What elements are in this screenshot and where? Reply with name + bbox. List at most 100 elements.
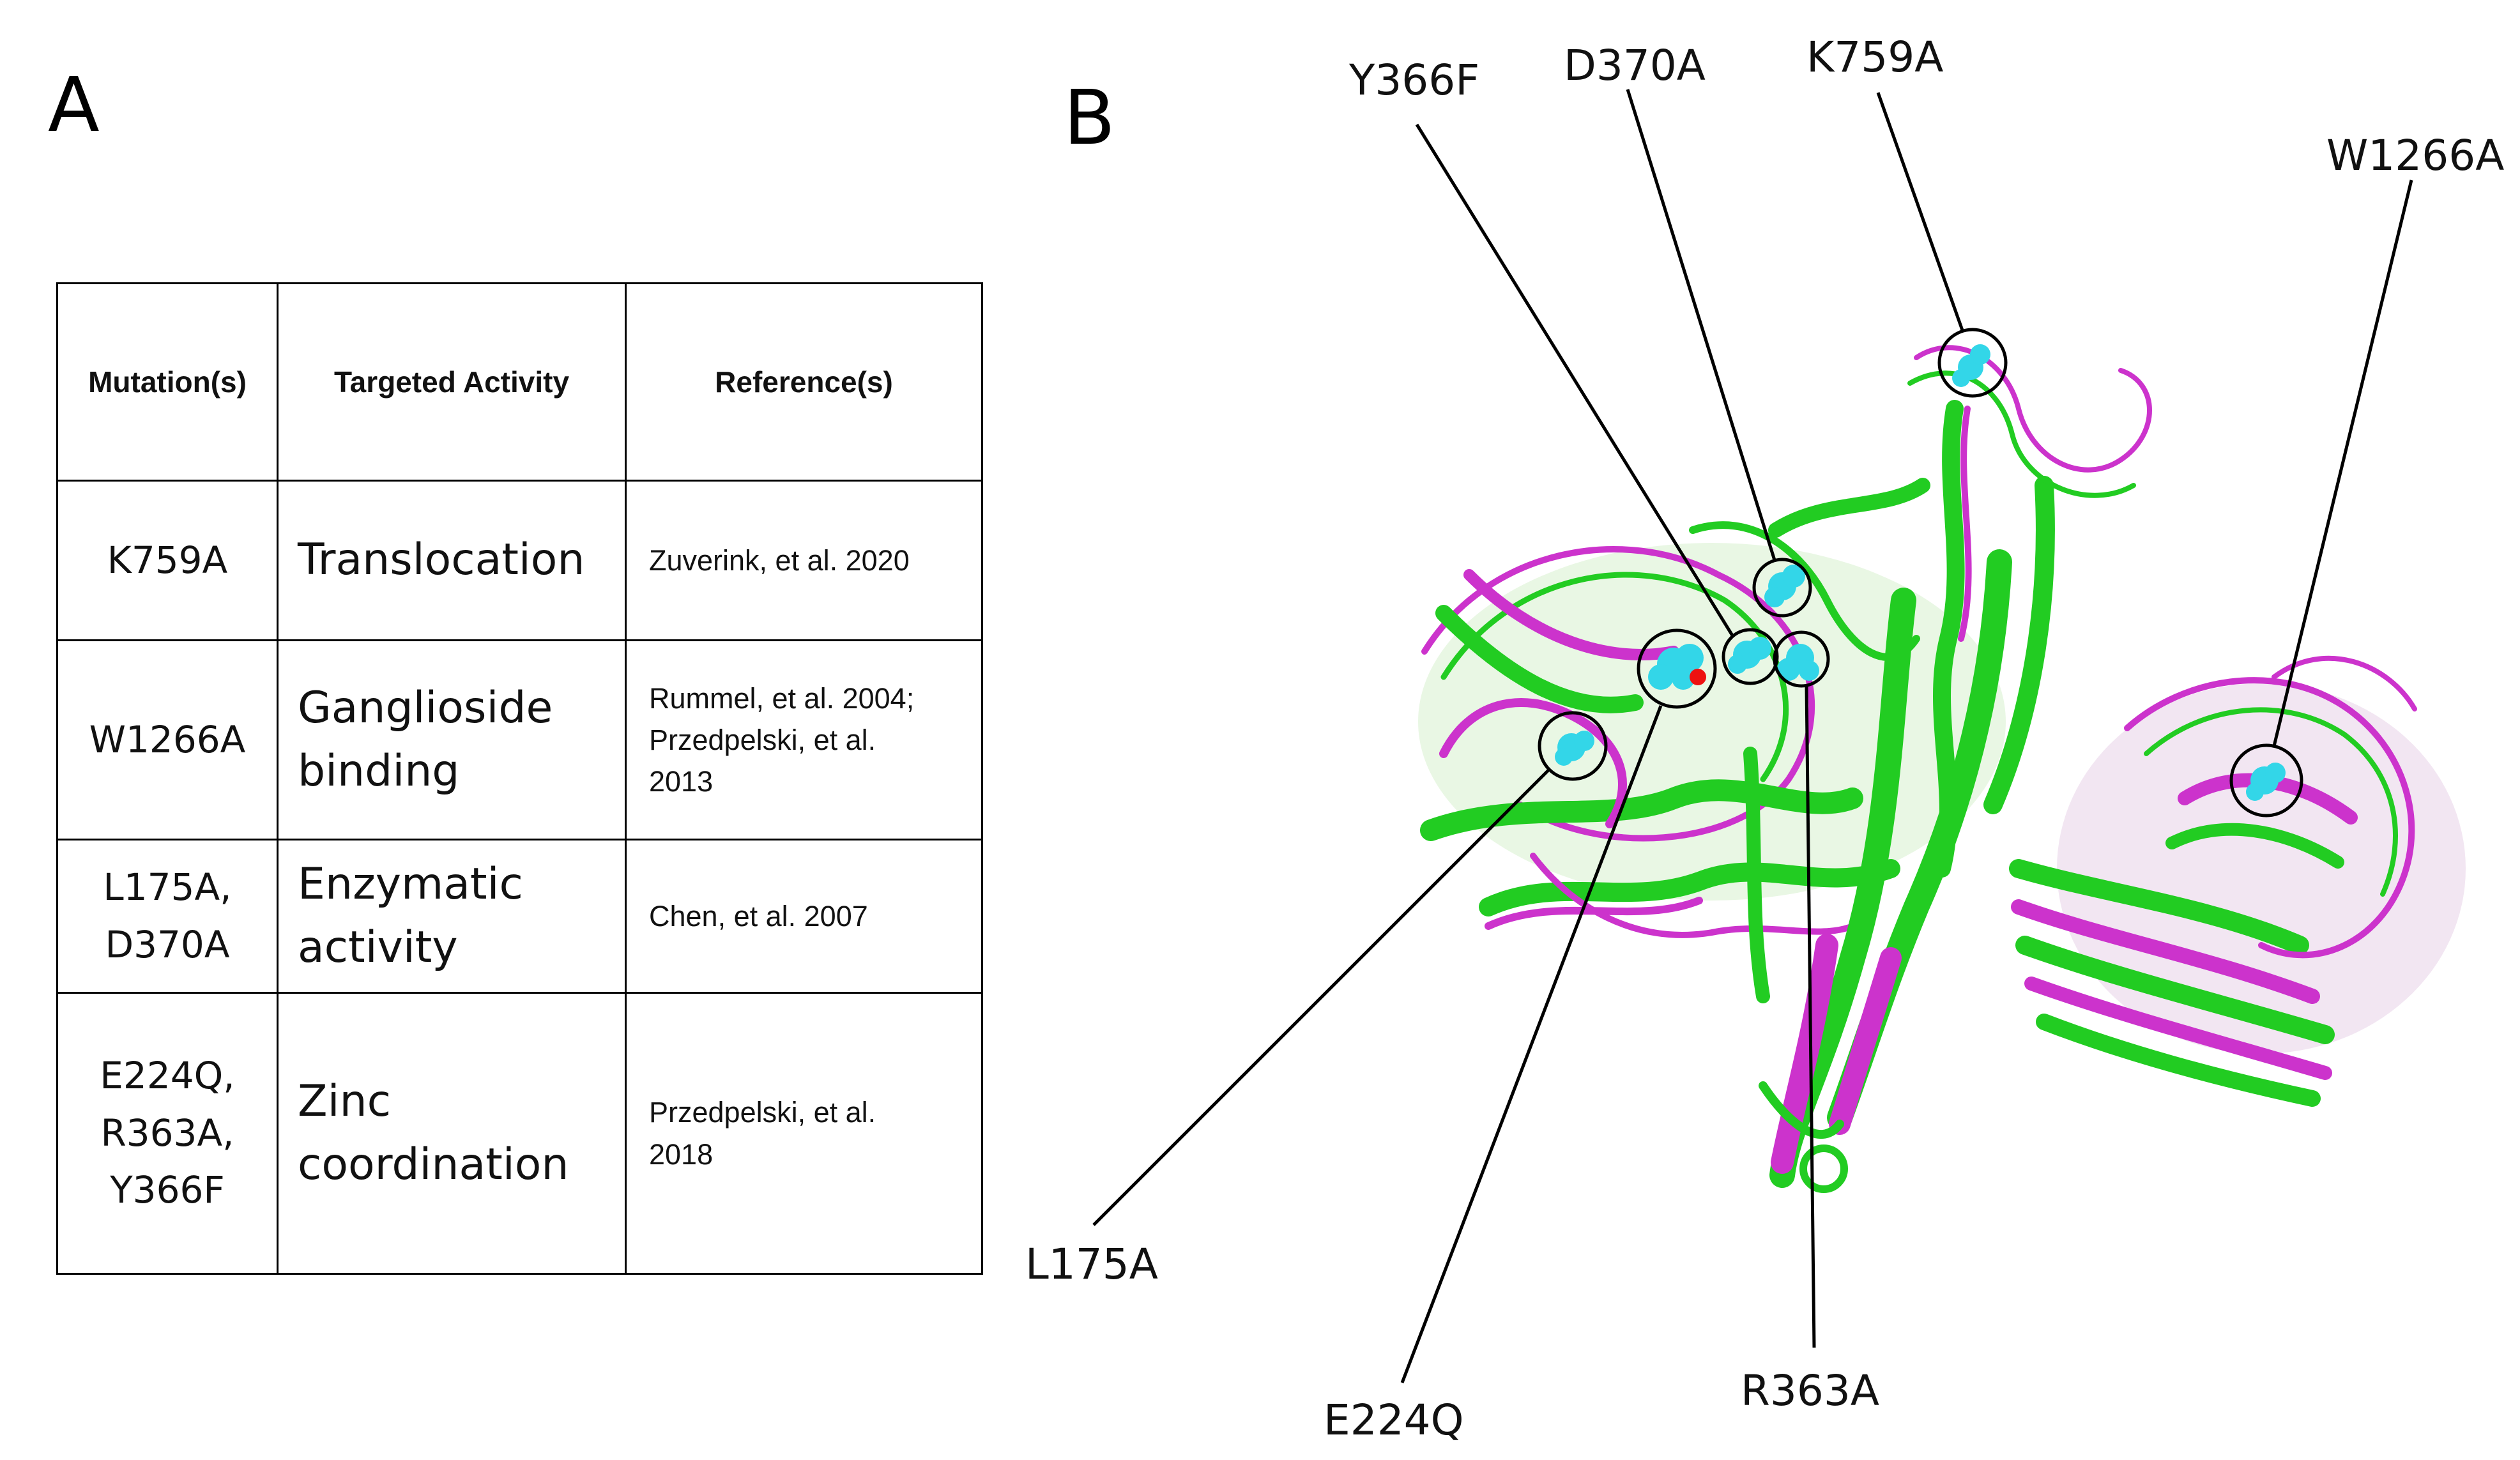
residue-oxygen-red [1690, 669, 1706, 685]
activity-text: coordination [298, 1139, 569, 1190]
strand-magenta [2011, 899, 2320, 1004]
leader-line-w1266a [2272, 179, 2413, 747]
mutation-cell: L175A, D370A [56, 839, 279, 994]
label-y366f: Y366F [1348, 56, 1479, 105]
reference-cell: Chen, et al. 2007 [625, 839, 983, 994]
strand-green [1435, 605, 1644, 713]
reference-text: Chen, et al. 2007 [649, 899, 868, 932]
reference-text: Przedpelski, et al. [649, 1096, 876, 1129]
helix-magenta [1771, 934, 1838, 1174]
coil-green [2144, 707, 2398, 897]
callout-circle-w1266a [2229, 743, 2303, 817]
mutation-text: K759A [107, 538, 228, 582]
reference-cell: Rummel, et al. 2004; Przedpelski, et al.… [625, 639, 983, 840]
mutation-text: E224Q, [100, 1053, 235, 1097]
reference-text: Przedpelski, et al. [649, 723, 876, 756]
label-k759a: K759A [1806, 33, 1943, 82]
helix-magenta [1958, 406, 1972, 642]
callout-circle-d370a [1752, 558, 1812, 618]
coil-magenta [1439, 698, 1627, 828]
residue-e224q-spheres [1648, 644, 1706, 690]
helix-green [1983, 476, 2055, 814]
table-row: L175A, D370A Enzymatic activity Chen, et… [56, 839, 983, 994]
activity-text: Enzymatic [298, 858, 523, 909]
mutation-cell: W1266A [56, 639, 279, 840]
callout-labels: Y366F D370A K759A W1266A L175A E224Q R36… [1025, 33, 2504, 1445]
leader-line-l175a [1092, 768, 1550, 1226]
callout-circle-k759a [1937, 328, 2008, 398]
residue-l175a-spheres [1555, 731, 1594, 766]
reference-cell: Przedpelski, et al. 2018 [625, 992, 983, 1275]
leader-line-y366f [1415, 123, 1734, 637]
label-d370a: D370A [1564, 41, 1706, 90]
callout-circle-e224q [1637, 628, 1717, 709]
activity-cell: Translocation [277, 480, 627, 641]
header-targeted-activity: Targeted Activity [277, 282, 627, 482]
leader-line-r363a [1805, 685, 1816, 1348]
coil-green [1759, 1081, 1844, 1139]
helix-green [1479, 859, 1900, 916]
highlighted-residues [1555, 344, 2286, 801]
strand-green [2015, 936, 2335, 1044]
mutation-text: L175A, [103, 865, 232, 909]
activity-cell: Ganglioside binding [277, 639, 627, 840]
activity-text: activity [298, 922, 458, 973]
activity-cell: Enzymatic activity [277, 839, 627, 994]
label-w1266a: W1266A [2326, 131, 2504, 180]
reference-text: Zuverink, et al. 2020 [649, 544, 910, 577]
strand-green [2165, 823, 2344, 869]
mutation-table: Mutation(s) Targeted Activity Reference(… [56, 282, 983, 1275]
coil-loop-green [1799, 1144, 1848, 1193]
mutation-cell: K759A [56, 480, 279, 641]
helix-green [1420, 779, 1863, 841]
strand-magenta [1463, 569, 1679, 660]
mutation-text: W1266A [89, 717, 246, 761]
table-header-row: Mutation(s) Targeted Activity Reference(… [56, 282, 983, 482]
mutation-cell: E224Q, R363A, Y366F [56, 992, 279, 1275]
leader-line-e224q [1400, 705, 1663, 1383]
table-row: K759A Translocation Zuverink, et al. 202… [56, 480, 983, 641]
residue-w1266a-spheres [2246, 763, 2286, 801]
strand-green [2009, 859, 2309, 955]
panel-a-letter: A [48, 61, 100, 149]
strand-green [2036, 1014, 2321, 1107]
table-row: W1266A Ganglioside binding Rummel, et al… [56, 639, 983, 840]
activity-text: Translocation [298, 535, 585, 586]
activity-text: Zinc [298, 1076, 391, 1127]
callouts [1092, 89, 2413, 1383]
leader-line-d370a [1626, 89, 1776, 561]
residue-y366f-spheres [1728, 637, 1771, 674]
reference-text: 2018 [649, 1137, 714, 1171]
activity-cell: Zinc coordination [277, 992, 627, 1275]
label-e224q: E224Q [1324, 1395, 1464, 1445]
coil-magenta [2124, 677, 2415, 959]
reference-text: 2013 [649, 765, 714, 798]
residue-r363a-spheres [1777, 644, 1819, 681]
header-references: Reference(s) [625, 282, 983, 482]
residue-d370a-spheres [1764, 565, 1805, 607]
mutation-text: Y366F [110, 1168, 225, 1212]
domain-halo-right [2057, 683, 2466, 1054]
leader-line-k759a [1876, 92, 1964, 331]
label-l175a: L175A [1025, 1240, 1158, 1289]
panel-b-letter: B [1064, 73, 1115, 162]
mutation-text: R363A, [100, 1111, 234, 1155]
helix-magenta [1829, 947, 1902, 1135]
coil-green [1907, 370, 2136, 498]
reference-cell: Zuverink, et al. 2020 [625, 480, 983, 641]
callout-circle-y366f [1722, 628, 1779, 685]
reference-text: Rummel, et al. 2004; [649, 681, 915, 715]
mutation-text: D370A [105, 922, 230, 966]
header-mutations: Mutation(s) [56, 282, 279, 482]
protein-ribbon [1418, 345, 2466, 1193]
label-r363a: R363A [1741, 1366, 1879, 1415]
callout-circle-r363a [1773, 630, 1830, 688]
activity-text: Ganglioside [298, 682, 553, 733]
table-row: E224Q, R363A, Y366F Zinc coordination Pr… [56, 992, 983, 1275]
strand-magenta [2024, 977, 2332, 1080]
coil-magenta [1530, 853, 1868, 938]
strand-green [1768, 478, 1930, 538]
helix-green [1743, 747, 1770, 1003]
callout-circle-l175a [1538, 711, 1608, 781]
